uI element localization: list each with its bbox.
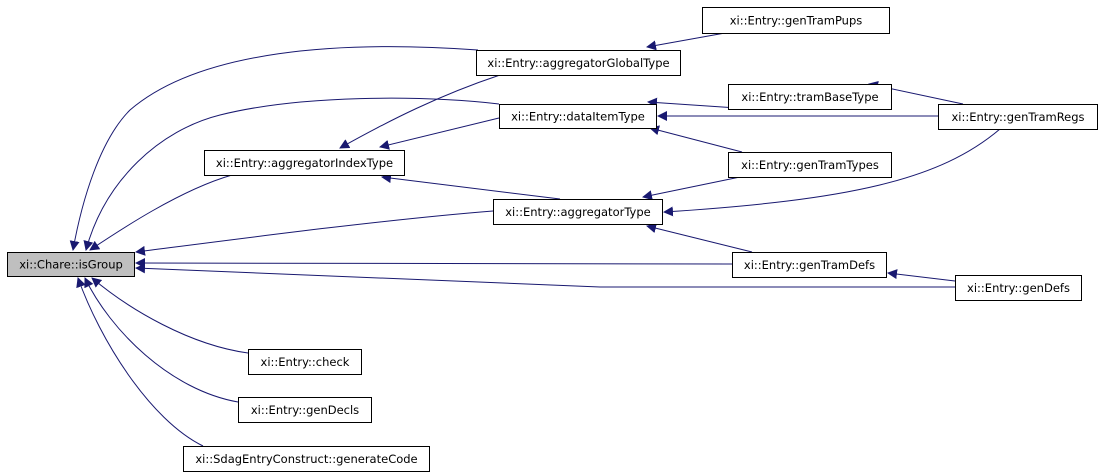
- edge-aggregatorGlobalType-to-isGroup: [69, 46, 479, 251]
- node-box[interactable]: [183, 446, 430, 472]
- node-genDecls[interactable]: xi::Entry::genDecls: [238, 397, 372, 423]
- node-label: xi::Entry::dataItemType: [511, 110, 645, 124]
- node-box[interactable]: [732, 252, 887, 278]
- node-dataItemType[interactable]: xi::Entry::dataItemType: [499, 104, 657, 129]
- node-box[interactable]: [493, 199, 663, 225]
- node-label: xi::Entry::genTramRegs: [951, 110, 1084, 124]
- nodes-layer: xi::Chare::isGroup xi::Entry::genTramPups…: [7, 7, 1098, 472]
- node-label: xi::Entry::genTramPups: [730, 14, 863, 28]
- edge-generateCode-to-isGroup: [76, 277, 204, 447]
- edge-check-to-isGroup: [91, 277, 249, 354]
- node-label: xi::Entry::tramBaseType: [741, 90, 878, 104]
- edge-dataItemType-to-isGroup: [83, 97, 500, 251]
- node-box[interactable]: [702, 7, 890, 34]
- node-label: xi::Entry::genDefs: [967, 281, 1070, 295]
- edge-genDecls-to-isGroup: [84, 277, 239, 403]
- node-box[interactable]: [499, 104, 657, 129]
- node-genTramRegs[interactable]: xi::Entry::genTramRegs: [938, 104, 1098, 130]
- edge-aggregatorGlobalType-to-aggregatorIndexType: [339, 74, 501, 149]
- edge-aggregatorType-to-aggregatorIndexType: [381, 173, 561, 200]
- edge-genTramPups-to-aggregatorGlobalType: [646, 32, 726, 51]
- node-isGroup[interactable]: xi::Chare::isGroup: [7, 252, 135, 277]
- node-box[interactable]: [238, 397, 372, 423]
- node-label: xi::Entry::check: [261, 355, 350, 369]
- edges-layer: [69, 32, 1001, 447]
- node-label: xi::Entry::aggregatorGlobalType: [487, 56, 669, 70]
- node-box[interactable]: [204, 150, 405, 176]
- node-genTramPups[interactable]: xi::Entry::genTramPups: [702, 7, 890, 34]
- node-label: xi::Entry::genDecls: [251, 403, 359, 417]
- node-label: xi::Chare::isGroup: [19, 258, 123, 272]
- edge-dataItemType-to-aggregatorIndexType: [379, 117, 500, 150]
- node-genTramDefs[interactable]: xi::Entry::genTramDefs: [732, 252, 887, 278]
- node-box[interactable]: [728, 84, 892, 110]
- edge-genTramRegs-to-aggregatorType: [663, 128, 1001, 217]
- edge-genTramTypes-to-dataItemType: [649, 125, 743, 153]
- edge-aggregatorType-to-isGroup: [135, 210, 494, 256]
- node-check[interactable]: xi::Entry::check: [248, 349, 362, 375]
- node-box[interactable]: [728, 152, 892, 178]
- node-box[interactable]: [248, 349, 362, 375]
- node-box[interactable]: [476, 50, 681, 76]
- node-box[interactable]: [938, 104, 1098, 130]
- node-genTramTypes[interactable]: xi::Entry::genTramTypes: [728, 152, 892, 178]
- edge-genDefs-to-genTramDefs: [887, 269, 956, 282]
- node-generateCode[interactable]: xi::SdagEntryConstruct::generateCode: [183, 446, 430, 472]
- node-genDefs[interactable]: xi::Entry::genDefs: [955, 275, 1082, 301]
- edge-genDefs-to-isGroup: [135, 263, 955, 288]
- edge-genTramDefs-to-aggregatorType: [646, 223, 753, 253]
- edge-aggregatorIndexType-to-isGroup: [89, 174, 233, 251]
- node-label: xi::Entry::genTramDefs: [744, 258, 875, 272]
- node-tramBaseType[interactable]: xi::Entry::tramBaseType: [728, 84, 892, 110]
- node-label: xi::Entry::genTramTypes: [741, 158, 879, 172]
- edge-genTramDefs-to-isGroup: [135, 258, 733, 269]
- node-label: xi::Entry::aggregatorIndexType: [216, 156, 393, 170]
- edge-genTramTypes-to-aggregatorType: [642, 176, 741, 201]
- node-aggregatorType[interactable]: xi::Entry::aggregatorType: [493, 199, 663, 225]
- node-box[interactable]: [955, 275, 1082, 301]
- node-box[interactable]: [7, 252, 135, 277]
- node-label: xi::SdagEntryConstruct::generateCode: [195, 452, 417, 466]
- node-aggregatorIndexType[interactable]: xi::Entry::aggregatorIndexType: [204, 150, 405, 176]
- node-label: xi::Entry::aggregatorType: [505, 205, 651, 219]
- node-aggregatorGlobalType[interactable]: xi::Entry::aggregatorGlobalType: [476, 50, 681, 76]
